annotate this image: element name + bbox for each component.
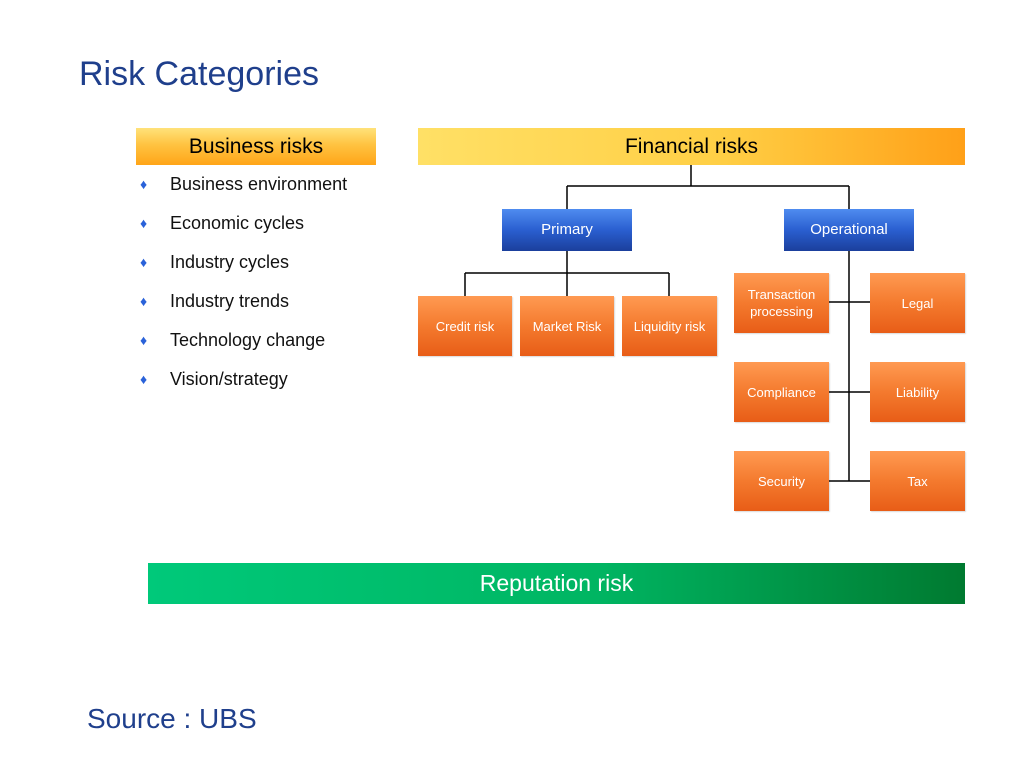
list-item: ♦ Vision/strategy xyxy=(136,367,347,406)
list-item: ♦ Technology change xyxy=(136,328,347,367)
source-note: Source : UBS xyxy=(87,703,257,734)
tax-node: Tax xyxy=(870,451,965,511)
list-item-label: Business environment xyxy=(170,174,348,194)
business-risks-list: ♦ Business environment ♦ Economic cycles ♦… xyxy=(136,172,347,406)
financial-risks-header: Financial risks xyxy=(418,128,965,165)
page-title: Risk Categories xyxy=(79,55,319,93)
list-item: ♦ Economic cycles xyxy=(136,211,347,250)
compliance-node: Compliance xyxy=(734,362,829,422)
list-item: ♦ Industry trends xyxy=(136,289,347,328)
diamond-bullet-icon: ♦ xyxy=(140,215,148,231)
list-item: ♦ Business environment xyxy=(136,172,347,211)
market-risk-node: Market Risk xyxy=(520,296,614,356)
liability-node: Liability xyxy=(870,362,965,422)
diamond-bullet-icon: ♦ xyxy=(140,254,148,270)
list-item-label: Technology change xyxy=(170,330,326,350)
business-risks-header: Business risks xyxy=(136,128,376,165)
reputation-risk-bar: Reputation risk xyxy=(148,563,965,604)
security-node: Security xyxy=(734,451,829,511)
list-item-label: Industry trends xyxy=(170,291,290,311)
list-item-label: Vision/strategy xyxy=(170,369,288,389)
operational-node: Operational xyxy=(784,209,914,251)
list-item-label: Industry cycles xyxy=(170,252,290,272)
liquidity-risk-node: Liquidity risk xyxy=(622,296,717,356)
diamond-bullet-icon: ♦ xyxy=(140,176,148,192)
transaction-processing-node: Transaction processing xyxy=(734,273,829,333)
legal-node: Legal xyxy=(870,273,965,333)
diamond-bullet-icon: ♦ xyxy=(140,293,148,309)
diamond-bullet-icon: ♦ xyxy=(140,371,148,387)
diamond-bullet-icon: ♦ xyxy=(140,332,148,348)
list-item: ♦ Industry cycles xyxy=(136,250,347,289)
primary-node: Primary xyxy=(502,209,632,251)
list-item-label: Economic cycles xyxy=(170,213,305,233)
credit-risk-node: Credit risk xyxy=(418,296,512,356)
